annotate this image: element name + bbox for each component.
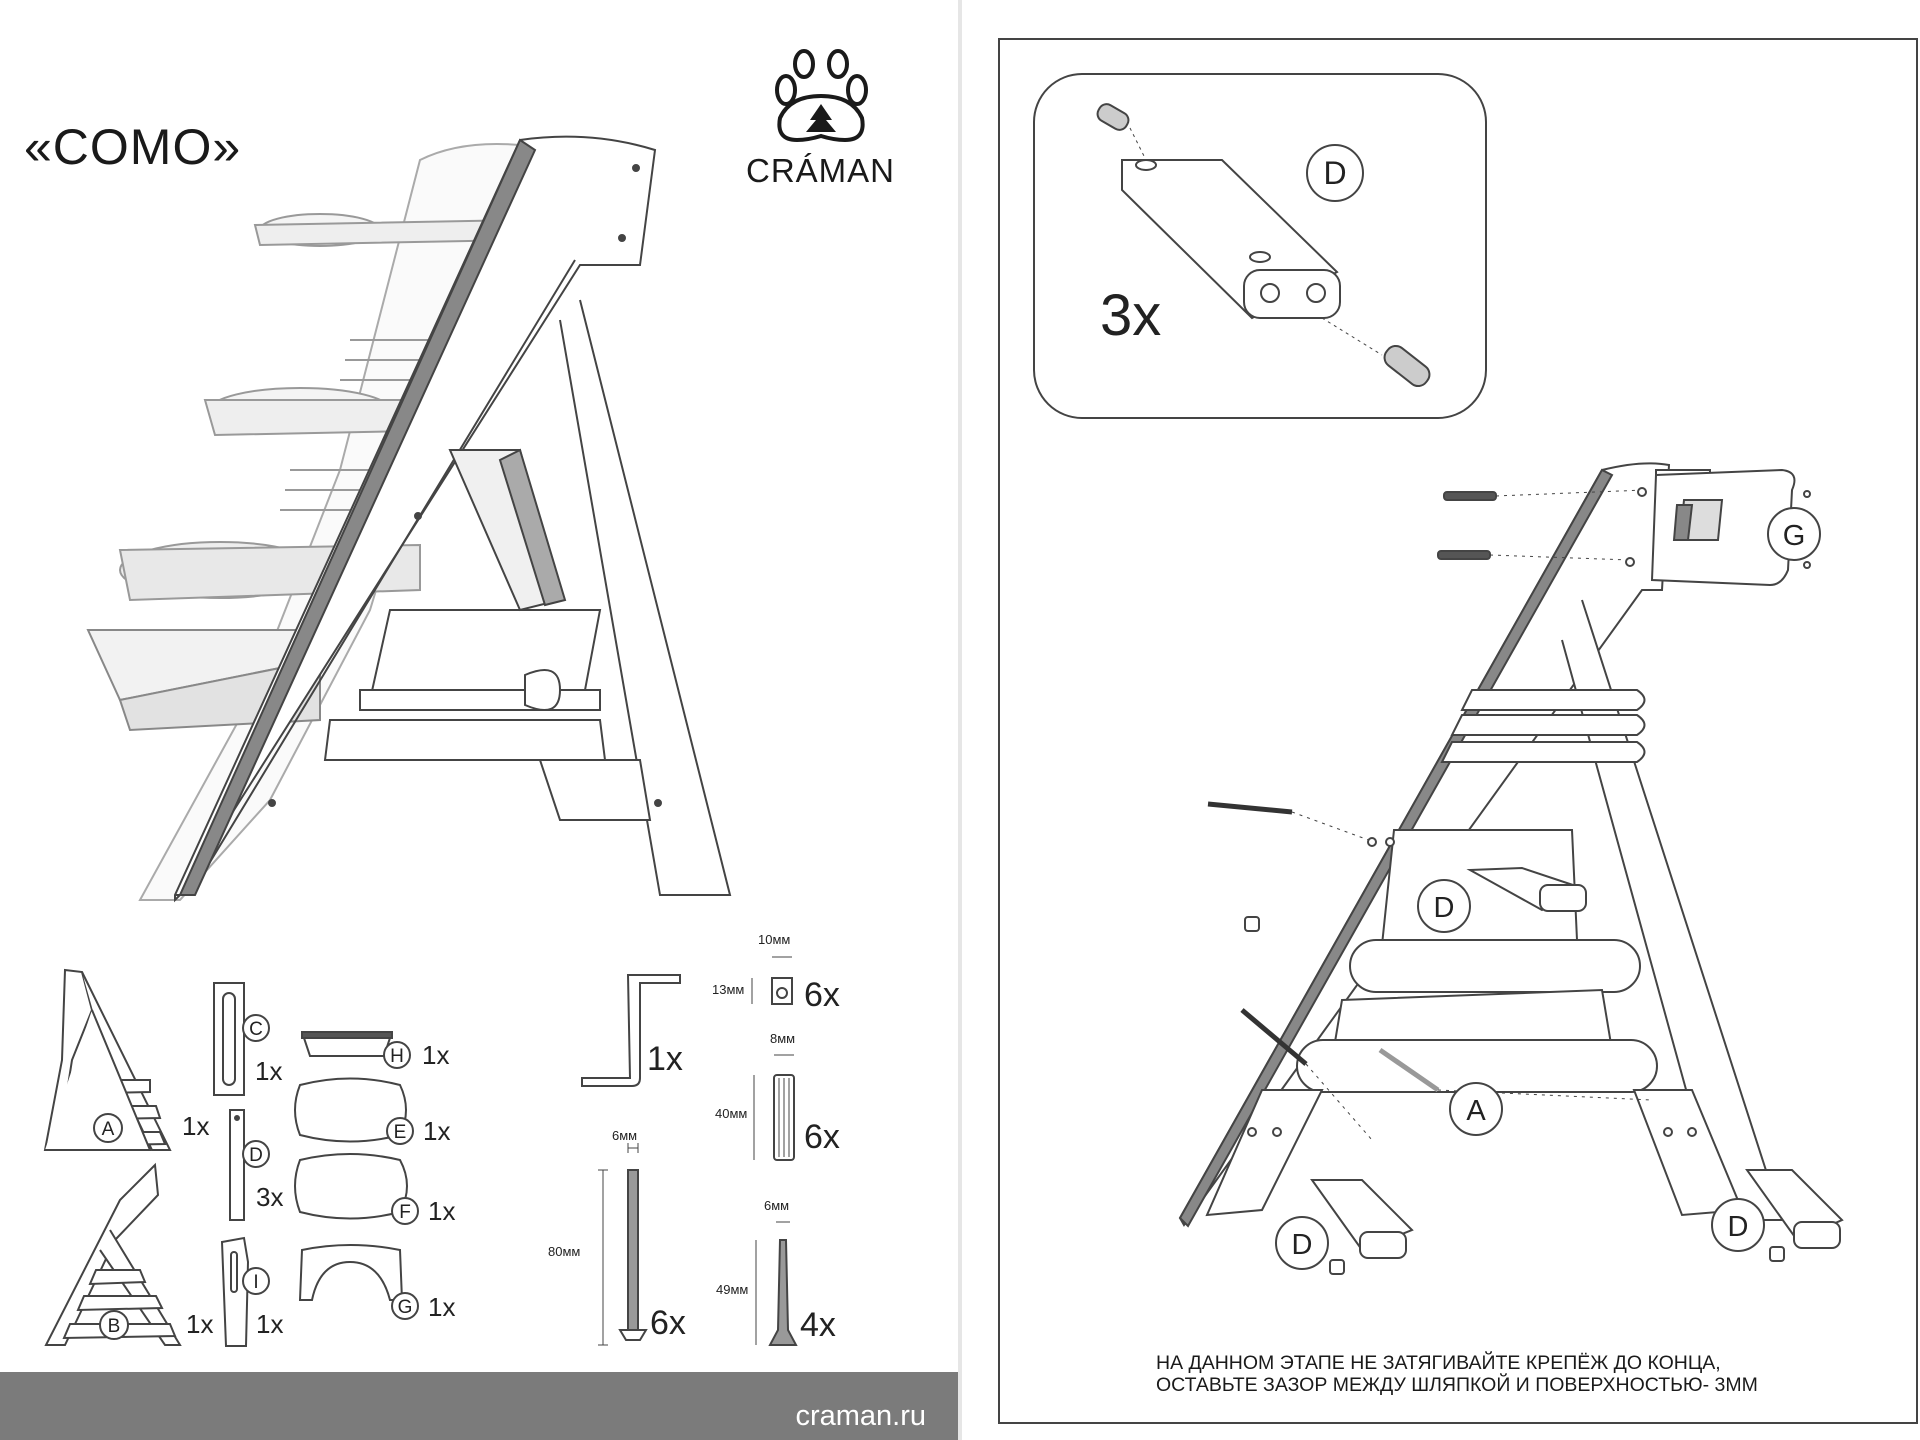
part-b-letter: B — [108, 1316, 121, 1337]
part-c-drawing — [213, 982, 245, 1096]
part-i-drawing — [220, 1236, 250, 1347]
step-frame — [998, 38, 1918, 1424]
footer-bar: craman.ru — [0, 1372, 958, 1440]
website-link[interactable]: craman.ru — [795, 1400, 926, 1432]
part-e-letter: E — [394, 1122, 407, 1143]
part-d-label-left: D — [1292, 1229, 1313, 1261]
note-line-2: ОСТАВЬТЕ ЗАЗОР МЕЖДУ ШЛЯПКОЙ И ПОВЕРХНОС… — [1156, 1374, 1758, 1396]
part-labels — [93, 1014, 419, 1340]
right-page: D 3x — [962, 0, 1920, 1440]
hex-key-qty: 1x — [647, 1040, 683, 1078]
part-g-letter: G — [398, 1297, 413, 1318]
dowel-drawing — [753, 1054, 795, 1161]
nut-width: 10мм — [758, 932, 790, 947]
brand-name: CRÁMAN — [746, 152, 896, 189]
note-line-1: НА ДАННОМ ЭТАПЕ НЕ ЗАТЯГИВАЙТЕ КРЕПЁЖ ДО… — [1156, 1352, 1721, 1374]
inset-qty: 3x — [1100, 283, 1161, 348]
inset-part-letter: D — [1323, 155, 1346, 191]
screw-width: 6мм — [764, 1198, 789, 1213]
part-c-letter: C — [249, 1019, 263, 1040]
bolt-qty: 6x — [650, 1304, 686, 1342]
part-b-qty: 1x — [186, 1309, 213, 1339]
dowel-width: 8мм — [770, 1031, 795, 1046]
right-illustrations: D 3x — [1033, 73, 1844, 1275]
part-g-label: G — [1783, 520, 1806, 552]
left-illustrations: A B C D I H E F G 1x 1x 1x 3x 1x 1x 1x 1… — [43, 49, 868, 1347]
part-d-qty: 3x — [256, 1182, 283, 1212]
nut-height: 13мм — [712, 982, 744, 997]
part-d-label-right: D — [1728, 1211, 1749, 1243]
part-a-letter: A — [102, 1119, 115, 1140]
part-g-drawing — [298, 1244, 404, 1301]
part-f-qty: 1x — [428, 1196, 455, 1226]
screw-qty: 4x — [800, 1306, 836, 1344]
part-h-qty: 1x — [422, 1040, 449, 1070]
bolt-drawing — [598, 1143, 648, 1346]
assembled-chair-drawing — [86, 135, 732, 903]
part-b-drawing — [44, 1162, 182, 1346]
part-a-label: A — [1466, 1095, 1486, 1127]
craman-logo — [775, 49, 868, 143]
part-d-letter: D — [249, 1145, 263, 1166]
part-h-drawing — [301, 1031, 393, 1057]
part-h-letter: H — [390, 1046, 404, 1067]
inset-part-d-drawing — [1096, 103, 1431, 388]
part-f-drawing — [294, 1153, 408, 1220]
part-a-qty: 1x — [182, 1111, 209, 1141]
left-page: «COMO» — [0, 0, 958, 1440]
bolt-length: 80мм — [548, 1244, 580, 1259]
part-f-letter: F — [399, 1202, 411, 1223]
assembly-drawing — [1178, 462, 1844, 1275]
part-e-qty: 1x — [423, 1116, 450, 1146]
part-d-drawing — [229, 1109, 245, 1221]
hex-key-drawing — [581, 974, 681, 1087]
part-c-qty: 1x — [255, 1056, 282, 1086]
nut-drawing — [751, 956, 793, 1005]
bolt-width: 6мм — [612, 1128, 637, 1143]
product-title: «COMO» — [24, 119, 242, 175]
part-a-drawing — [43, 968, 172, 1151]
part-i-qty: 1x — [256, 1309, 283, 1339]
assembly-note: НА ДАННОМ ЭТАПЕ НЕ ЗАТЯГИВАЙТЕ КРЕПЁЖ ДО… — [1156, 1352, 1826, 1396]
dowel-length: 40мм — [715, 1106, 747, 1121]
part-d-label-middle: D — [1434, 892, 1455, 924]
part-i-letter: I — [253, 1272, 258, 1293]
screw-length: 49мм — [716, 1282, 748, 1297]
dowel-qty: 6x — [804, 1118, 840, 1156]
part-g-qty: 1x — [428, 1292, 455, 1322]
page-spine — [958, 0, 962, 1440]
nut-qty: 6x — [804, 976, 840, 1014]
screw-drawing — [755, 1221, 798, 1346]
